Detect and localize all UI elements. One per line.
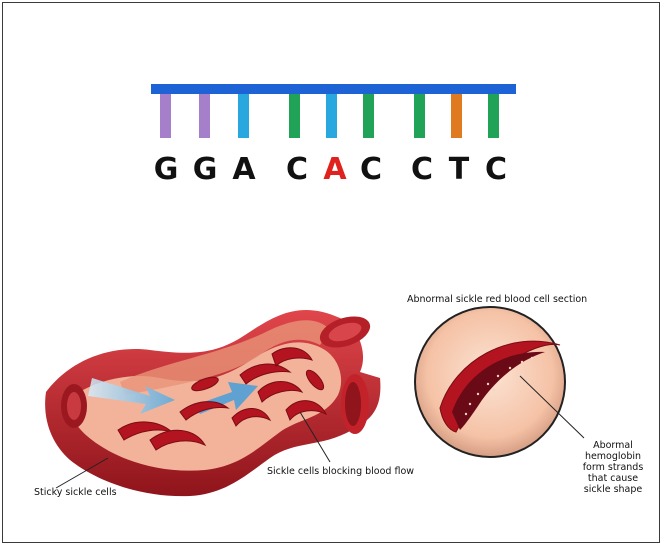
hemoglobin-note-label: Abormal hemoglobin form strands that cau… — [575, 440, 651, 495]
section-title-label: Abnormal sickle red blood cell section — [407, 294, 587, 305]
cell-section-magnified — [415, 307, 565, 457]
sticky-label: Sticky sickle cells — [34, 487, 117, 498]
blocking-label: Sickle cells blocking blood flow — [267, 466, 414, 477]
